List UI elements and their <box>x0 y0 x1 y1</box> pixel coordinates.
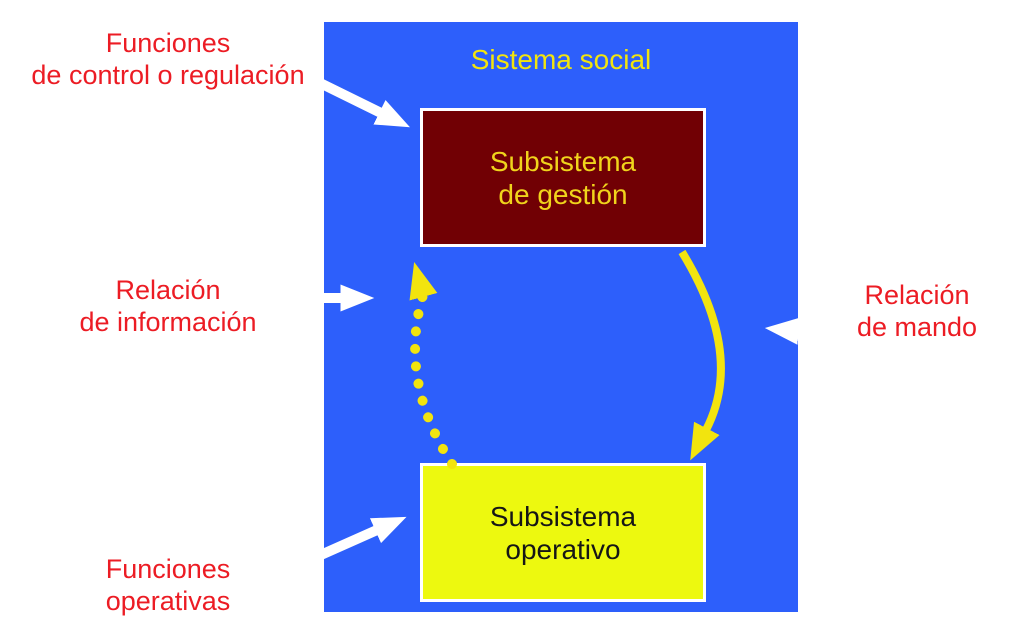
operative-box-label-line1: Subsistema <box>489 500 637 532</box>
operative-box-label-line2: operativo <box>505 533 621 565</box>
management-subsystem-box: Subsistema de gestión <box>420 108 706 247</box>
label-relacion-informacion: Relación de información <box>0 274 336 338</box>
label-relacion-mando-line2: de mando <box>856 312 978 342</box>
label-funciones-operativas: Funciones operativas <box>0 553 336 617</box>
label-relacion-mando-line1: Relación <box>864 280 970 310</box>
management-box-label-line2: de gestión <box>498 178 628 210</box>
label-relacion-mando: Relación de mando <box>810 279 1024 343</box>
management-box-label-line1: Subsistema <box>489 145 637 177</box>
label-relacion-informacion-line2: de información <box>79 307 257 337</box>
diagram-title: Sistema social <box>470 44 652 75</box>
label-funciones-operativas-line1: Funciones <box>105 554 231 584</box>
label-relacion-informacion-line1: Relación <box>115 275 221 305</box>
label-funciones-operativas-line2: operativas <box>105 586 231 616</box>
label-funciones-control-line1: Funciones <box>105 28 231 58</box>
label-funciones-control-line2: de control o regulación <box>31 60 305 90</box>
operative-subsystem-box: Subsistema operativo <box>420 463 706 602</box>
label-funciones-control: Funciones de control o regulación <box>0 27 336 91</box>
